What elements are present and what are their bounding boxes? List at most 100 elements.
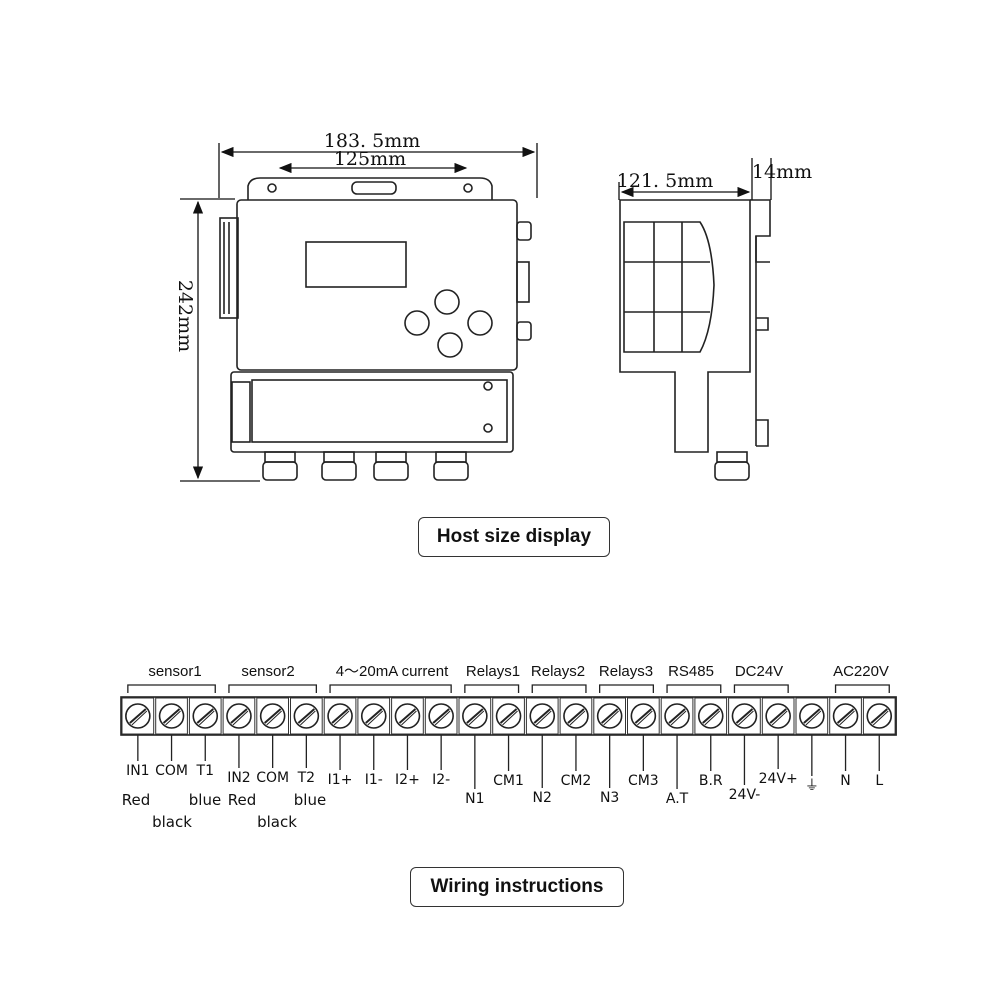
terminal-label-17: A.T	[666, 791, 689, 807]
screw-slot-shadow	[805, 710, 822, 726]
group-label-2: sensor2	[241, 663, 294, 680]
terminal-label-8: I1-	[365, 772, 383, 788]
host-side-view	[619, 199, 771, 481]
screw-slot	[836, 708, 855, 724]
housing-lower	[230, 371, 514, 453]
screw-slot	[297, 708, 316, 724]
group-label-9: AC220V	[833, 663, 889, 680]
group-bracket	[599, 684, 654, 693]
screw-slot-shadow	[232, 710, 249, 726]
side-dimensions	[618, 158, 772, 200]
screw-slot-shadow	[704, 710, 721, 726]
terminal-label-21: ⏚	[805, 778, 819, 794]
screw-slot	[600, 708, 619, 724]
button-down	[437, 332, 463, 358]
screw-hole-right	[463, 183, 473, 193]
screw-slot-shadow	[670, 710, 687, 726]
front-dimensions	[180, 143, 538, 482]
wiring-caption: Wiring instructions	[410, 867, 624, 907]
group-bracket	[127, 684, 216, 693]
wire-color-label-6: blue	[294, 791, 326, 809]
dim-rail-label: 14mm	[752, 161, 812, 183]
screw-slot	[668, 708, 686, 724]
group-label-1: sensor1	[148, 663, 201, 680]
wire-color-label-3: blue	[189, 791, 221, 809]
screw-slot	[634, 708, 653, 724]
dim-depth-label: 121. 5mm	[617, 170, 713, 192]
screw-slot-shadow	[771, 710, 788, 726]
screw-hole-left	[267, 183, 277, 193]
screw-slot	[129, 708, 147, 724]
screw-slot-shadow	[468, 710, 485, 726]
screw-slot	[196, 708, 214, 724]
host-front-view	[219, 177, 532, 481]
button-left	[404, 310, 430, 336]
terminal-label-10: I2-	[432, 772, 450, 788]
terminal-label-12: CM1	[493, 773, 524, 789]
screw-slot	[466, 708, 484, 724]
screw-slot	[365, 708, 383, 724]
group-label-6: Relays3	[599, 663, 653, 680]
screw-slot-shadow	[502, 710, 518, 726]
screw-slot	[870, 708, 888, 724]
screw-slot-shadow	[839, 710, 855, 726]
button-right	[467, 310, 493, 336]
group-label-3: 4～20mA current	[336, 663, 449, 680]
terminal-label-6: T2	[297, 770, 315, 786]
group-bracket	[228, 684, 317, 693]
screw-slot-shadow	[165, 710, 181, 726]
terminal-label-2: COM	[155, 763, 188, 779]
screw-slot-shadow	[198, 710, 215, 726]
host-size-caption: Host size display	[418, 517, 610, 557]
group-bracket	[666, 684, 722, 693]
screw-slot-shadow	[535, 710, 552, 726]
screw-slot	[162, 708, 181, 724]
dim-mount-label: 125mm	[334, 148, 406, 170]
side-front-bezel	[623, 221, 715, 353]
terminal-label-11: N1	[465, 791, 484, 807]
screw-slot	[702, 708, 720, 724]
wire-color-label-1: Red	[122, 791, 151, 809]
screw-slot	[567, 708, 585, 724]
terminal-label-3: T1	[196, 763, 214, 779]
terminal-label-19: 24V-	[729, 787, 761, 803]
terminal-label-18: B.R	[699, 773, 723, 789]
group-label-7: RS485	[668, 663, 714, 680]
terminal-label-9: I2+	[395, 772, 420, 788]
group-bracket	[531, 684, 587, 693]
terminal-label-16: CM3	[628, 773, 659, 789]
terminal-label-13: N2	[533, 790, 552, 806]
terminal-cover	[251, 379, 508, 443]
screw-slot-shadow	[637, 710, 653, 726]
screw-slot	[230, 708, 248, 724]
screw-slot-shadow	[738, 710, 754, 726]
wire-color-label-4: Red	[228, 791, 257, 809]
screw-slot-shadow	[300, 710, 316, 726]
screw-slot-shadow	[266, 710, 282, 726]
group-label-4: Relays1	[466, 663, 520, 680]
group-bracket	[329, 684, 452, 693]
terminal-label-14: CM2	[561, 773, 592, 789]
group-label-5: Relays2	[531, 663, 585, 680]
screw-slot-shadow	[434, 710, 451, 726]
left-clip	[219, 217, 239, 319]
screw-slot-shadow	[569, 710, 586, 726]
terminal-label-7: I1+	[328, 772, 353, 788]
group-label-8: DC24V	[735, 663, 783, 680]
din-rail	[750, 199, 771, 263]
screw-slot	[735, 708, 754, 724]
wire-color-label-2: black	[152, 813, 192, 831]
terminal-label-1: IN1	[126, 763, 150, 779]
side-housing	[619, 199, 751, 453]
terminal-label-15: N3	[600, 790, 619, 806]
wire-color-label-5: black	[257, 813, 297, 831]
screw-slot	[398, 708, 417, 724]
screw-slot-shadow	[872, 710, 889, 726]
screw-slot	[263, 708, 282, 724]
terminal-label-4: IN2	[227, 770, 251, 786]
screw-slot	[769, 708, 787, 724]
dim-height-label: 242mm	[174, 280, 196, 352]
terminal-label-23: L	[875, 773, 883, 789]
